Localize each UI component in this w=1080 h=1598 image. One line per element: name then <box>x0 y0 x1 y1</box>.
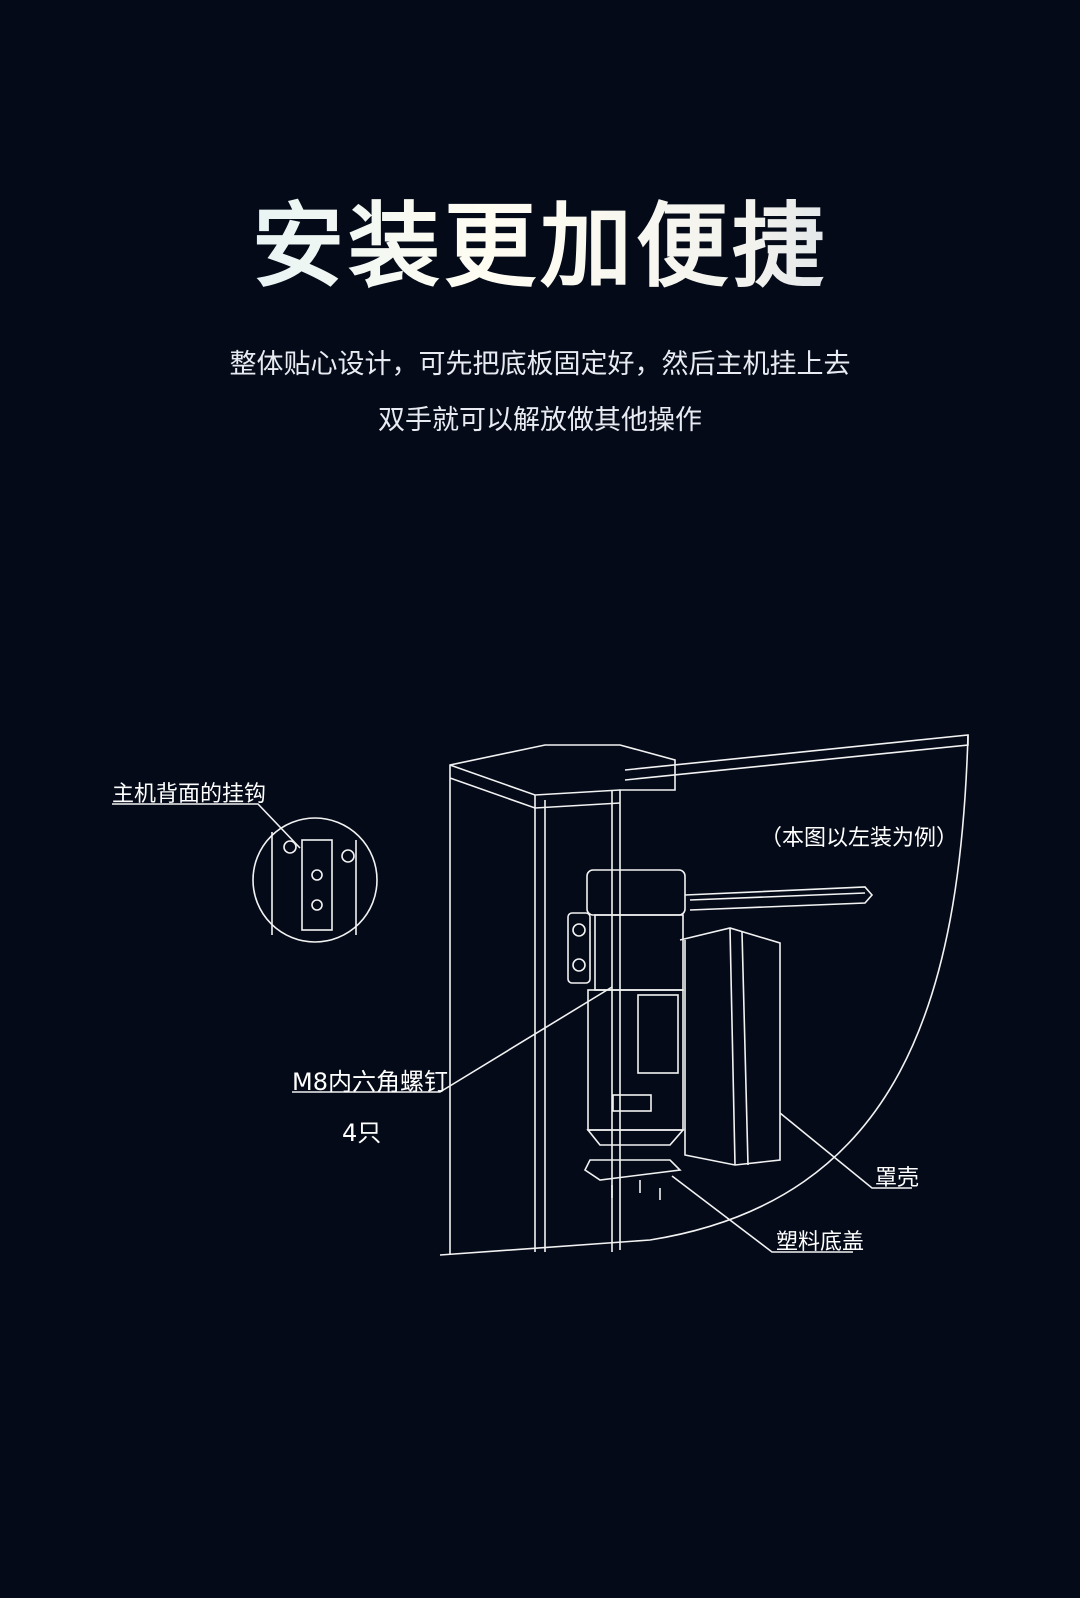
label-screw: M8内六角螺钉 <box>292 1068 448 1096</box>
subtitle-line-1: 整体贴心设计，可先把底板固定好，然后主机挂上去 <box>229 349 851 380</box>
label-hook: 主机背面的挂钩 <box>112 782 267 807</box>
hook-detail-circle <box>252 817 378 943</box>
page-title: 安装更加便捷 <box>0 172 1080 305</box>
cover-shell <box>679 927 781 1166</box>
cabinet-outline <box>439 734 969 1256</box>
label-screw-qty: 4只 <box>342 1119 382 1147</box>
leader-lines <box>112 803 912 1253</box>
motor-assembly <box>567 869 874 1200</box>
subtitle-line-2: 双手就可以解放做其他操作 <box>378 405 702 436</box>
label-bottom-cap: 塑料底盖 <box>776 1230 865 1255</box>
diagram-note: （本图以左装为例） <box>760 826 959 851</box>
label-cover: 罩壳 <box>875 1166 920 1191</box>
barrier-pillar <box>449 744 676 1255</box>
